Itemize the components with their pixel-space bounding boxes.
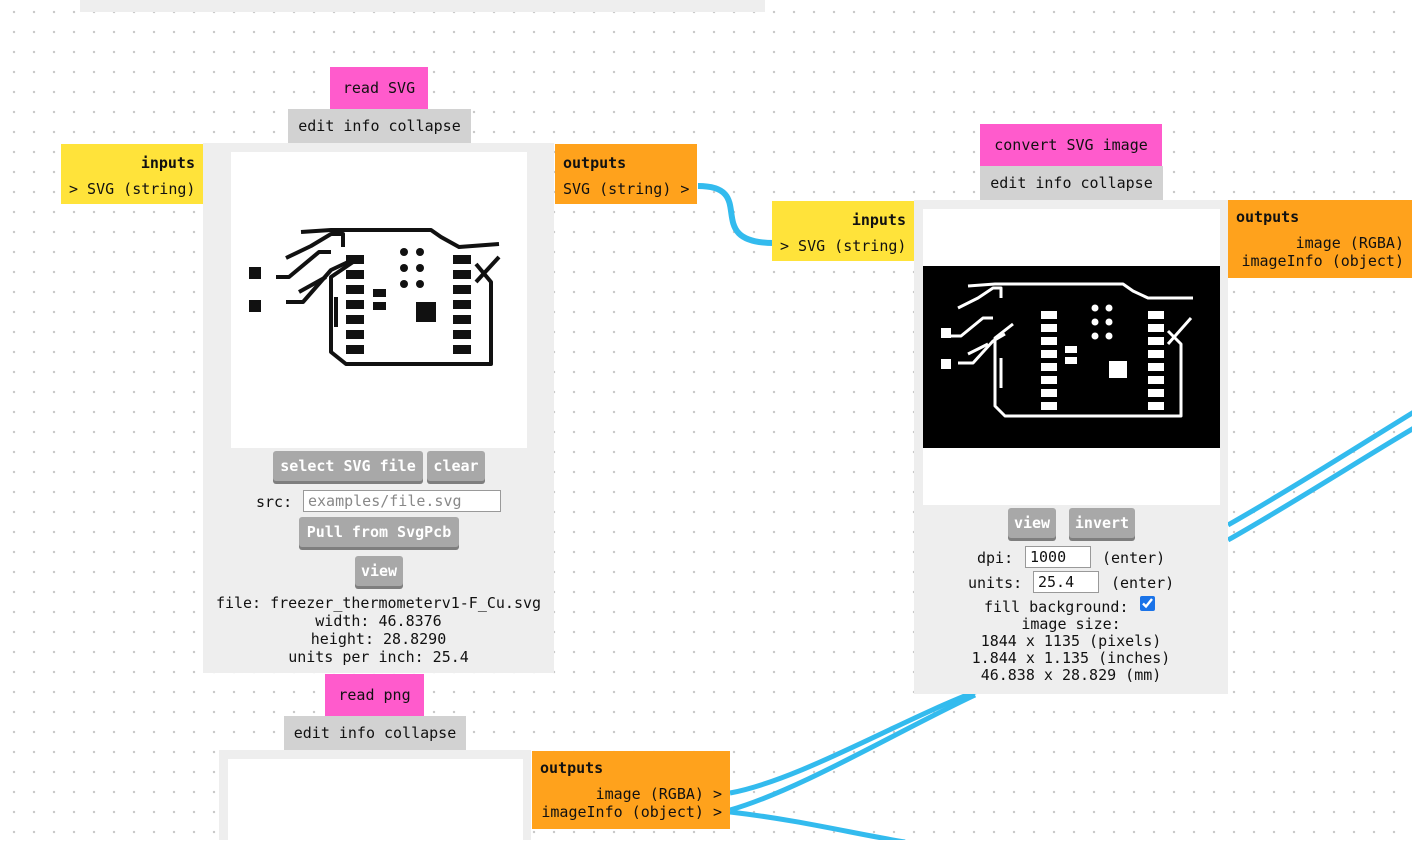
- wire-image-out-3: [729, 809, 906, 840]
- output-port-svg[interactable]: SVG (string) >: [563, 180, 690, 198]
- png-preview: [228, 759, 523, 849]
- file-info: file: freezer_thermometerv1-F_Cu.svg wid…: [203, 594, 554, 666]
- src-input[interactable]: [303, 490, 501, 512]
- edit-button[interactable]: edit: [990, 174, 1027, 192]
- units-enter-hint: (enter): [1111, 574, 1175, 592]
- input-port-svg[interactable]: > SVG (string): [69, 180, 196, 198]
- info-button[interactable]: info: [1035, 174, 1072, 192]
- converted-image: [923, 266, 1220, 448]
- file-height: height: 28.8290: [310, 630, 447, 648]
- invert-button[interactable]: invert: [1069, 508, 1135, 538]
- dpi-input[interactable]: [1025, 546, 1091, 568]
- edit-button[interactable]: edit: [298, 117, 335, 135]
- info-button[interactable]: info: [338, 724, 375, 742]
- inputs-header: inputs: [140, 154, 195, 172]
- view-button[interactable]: view: [355, 556, 403, 586]
- convert-svg-menu-bar: edit info collapse: [980, 166, 1163, 200]
- read-png-title[interactable]: read png: [325, 674, 424, 716]
- collapse-button[interactable]: collapse: [1080, 174, 1153, 192]
- wire-image-out-1: [729, 687, 981, 796]
- convert-svg-outputs: outputs image (RGBA) imageInfo (object): [1228, 200, 1412, 278]
- collapse-button[interactable]: collapse: [388, 117, 461, 135]
- output-port-image[interactable]: image (RGBA) >: [595, 785, 722, 803]
- image-size-info: image size: 1844 x 1135 (pixels) 1.844 x…: [914, 616, 1228, 684]
- outputs-header: outputs: [1236, 208, 1300, 226]
- read-svg-panel: select SVG file clear src: Pull from Svg…: [203, 143, 554, 673]
- read-svg-outputs: outputs SVG (string) >: [555, 144, 697, 204]
- partial-module-panel: [80, 0, 765, 12]
- read-png-panel: [219, 750, 531, 849]
- convert-svg-title[interactable]: convert SVG image: [980, 124, 1162, 166]
- outputs-header: outputs: [563, 154, 627, 172]
- file-name: file: freezer_thermometerv1-F_Cu.svg: [215, 594, 542, 612]
- units-input[interactable]: [1033, 571, 1099, 593]
- wire-right-1: [1226, 410, 1412, 528]
- output-port-imageinfo[interactable]: imageInfo (object) >: [541, 803, 722, 821]
- converted-preview: [923, 209, 1220, 505]
- read-svg-title-text: read SVG: [342, 79, 416, 97]
- svg-preview: [231, 152, 527, 448]
- read-svg-menu-bar: edit info collapse: [288, 109, 471, 143]
- inputs-header: inputs: [851, 211, 906, 229]
- image-size-pixels: 1844 x 1135 (pixels): [980, 632, 1162, 650]
- read-png-title-text: read png: [338, 686, 411, 704]
- read-svg-title[interactable]: read SVG: [330, 67, 428, 109]
- dpi-label: dpi:: [977, 549, 1014, 567]
- pcb-trace-image: [249, 228, 501, 366]
- convert-svg-inputs: inputs > SVG (string): [772, 201, 914, 261]
- file-units: units per inch: 25.4: [288, 648, 469, 666]
- view-button[interactable]: view: [1008, 508, 1056, 538]
- fill-background-checkbox[interactable]: [1140, 596, 1155, 611]
- info-button[interactable]: info: [343, 117, 380, 135]
- clear-button[interactable]: clear: [427, 451, 485, 481]
- read-png-outputs: outputs image (RGBA) > imageInfo (object…: [532, 751, 730, 829]
- image-size-heading: image size:: [1021, 615, 1121, 633]
- input-port-svg[interactable]: > SVG (string): [780, 237, 907, 255]
- pull-from-svgpcb-button[interactable]: Pull from SvgPcb: [299, 517, 459, 547]
- read-svg-inputs: inputs > SVG (string): [61, 144, 203, 204]
- output-port-image[interactable]: image (RGBA): [1295, 234, 1404, 252]
- image-size-inches: 1.844 x 1.135 (inches): [971, 649, 1171, 667]
- convert-svg-panel: view invert dpi: (enter) units: (enter) …: [914, 200, 1228, 694]
- edit-button[interactable]: edit: [293, 724, 330, 742]
- dpi-enter-hint: (enter): [1102, 549, 1166, 567]
- output-port-imageinfo[interactable]: imageInfo (object): [1241, 252, 1404, 270]
- pcb-trace-image-inverted: [941, 282, 1193, 418]
- select-svg-file-button[interactable]: select SVG file: [273, 451, 423, 481]
- wire-image-out-2: [729, 692, 977, 813]
- units-label: units:: [968, 574, 1023, 592]
- src-label: src:: [256, 493, 293, 511]
- outputs-header: outputs: [540, 759, 604, 777]
- collapse-button[interactable]: collapse: [384, 724, 457, 742]
- file-width: width: 46.8376: [315, 612, 442, 630]
- convert-svg-title-text: convert SVG image: [994, 136, 1148, 154]
- fill-background-label: fill background:: [984, 598, 1129, 616]
- wire-svg-to-convert: [697, 183, 775, 246]
- read-png-menu-bar: edit info collapse: [284, 716, 466, 750]
- image-size-mm: 46.838 x 28.829 (mm): [980, 666, 1162, 684]
- wire-right-2: [1226, 426, 1412, 543]
